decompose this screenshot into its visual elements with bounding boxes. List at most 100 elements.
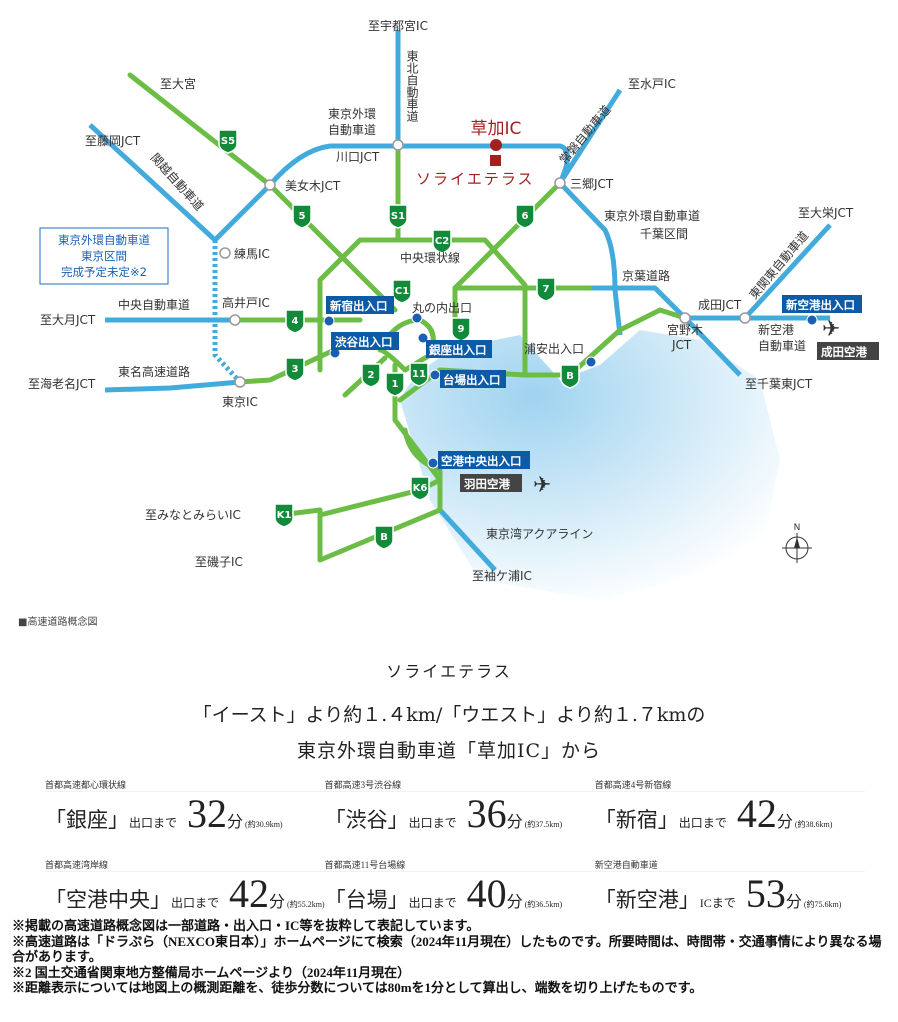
exit-daiba: 台場出入口 <box>440 370 506 388</box>
label: 至水戸IC <box>628 77 676 91</box>
route-minutes: 36 <box>466 791 507 836</box>
label: 自動車道 <box>758 339 806 353</box>
label: 美女木JCT <box>285 178 341 193</box>
label: 東関東自動車道 <box>747 229 812 302</box>
route-distance: (約37.5km) <box>524 820 563 829</box>
svg-text:K6: K6 <box>413 483 428 494</box>
label: 至大栄JCT <box>798 206 854 220</box>
label: 至大宮 <box>160 76 196 91</box>
route-minutes: 40 <box>466 871 507 916</box>
exit-shinjuku: 新宿出入口 <box>326 296 394 314</box>
highway-network <box>88 30 832 572</box>
shield-b-west: B <box>374 525 394 550</box>
airport-haneda: 羽田空港 <box>460 474 522 492</box>
route-destination: 「銀座」 <box>45 808 129 832</box>
shield-k6: K6 <box>410 476 430 501</box>
tokyo-bay <box>400 330 780 600</box>
label: 京葉道路 <box>622 268 670 283</box>
svg-text:台場出入口: 台場出入口 <box>443 373 501 387</box>
route-line: 首都高速4号新宿線 <box>594 778 865 792</box>
note: ※掲載の高速道路概念図は一部道路・出入口・IC等を抜粋して表記しています。 <box>12 918 480 933</box>
exit-shibuya: 渋谷出入口 <box>331 332 399 350</box>
hero-line1: 「イースト」より約１.４km/「ウエスト」より約１.７kmの <box>192 704 706 726</box>
route-destination: 「空港中央」 <box>45 888 171 912</box>
notes: ※掲載の高速道路概念図は一部道路・出入口・IC等を抜粋して表記しています。 ※高… <box>12 918 892 996</box>
svg-text:9: 9 <box>458 324 465 335</box>
label: 東京湾アクアライン <box>486 526 593 541</box>
label: 川口JCT <box>336 150 380 164</box>
exit-nodes <box>323 312 818 469</box>
shield-5: 5 <box>292 204 312 229</box>
route-destination: 「台場」 <box>324 888 409 912</box>
label: 東京外環 <box>328 107 376 121</box>
shield-c2: C2 <box>432 229 452 254</box>
soka-ic-marker <box>490 139 502 151</box>
svg-text:5: 5 <box>299 211 306 222</box>
route-line: 首都高速都心環状線 <box>45 778 325 792</box>
label: 東北自動車道 <box>405 50 419 122</box>
svg-text:東京外環自動車道: 東京外環自動車道 <box>58 233 150 247</box>
route-distance: (約38.6km) <box>794 820 833 829</box>
label: 至磯子IC <box>195 555 243 569</box>
route-line: 首都高速11号台場線 <box>324 858 595 872</box>
airplane-icon: ✈ <box>533 473 551 498</box>
label: 至千葉東JCT <box>745 377 813 391</box>
expressway-map: S5 S1 5 6 C2 C1 4 3 2 1 11 9 7 B B K1 K6… <box>28 18 879 600</box>
route-to: 出口まで <box>129 816 178 830</box>
route-distance: (約30.9km) <box>245 820 283 829</box>
route-unit: 分 <box>785 894 802 911</box>
route-destination: 「渋谷」 <box>324 808 409 832</box>
shield-3: 3 <box>285 357 305 382</box>
svg-text:S1: S1 <box>391 211 405 222</box>
label: 中央環状線 <box>400 250 460 265</box>
label: 浦安出入口 <box>524 341 584 356</box>
label: 至海老名JCT <box>28 376 96 391</box>
airplane-icon: ✈ <box>822 317 840 342</box>
label: 至大月JCT <box>40 313 96 327</box>
junction-nodes <box>219 139 751 388</box>
route-to: 出口まで <box>408 816 457 830</box>
svg-text:B: B <box>566 371 574 382</box>
note: ※距離表示については地図上の概測距離を、徒歩分数については80mを1分として算出… <box>12 980 703 995</box>
site-marker-icon <box>490 155 501 166</box>
svg-text:K1: K1 <box>277 510 292 521</box>
shield-4: 4 <box>285 309 305 334</box>
shield-c1: C1 <box>392 279 412 304</box>
airport-narita: 成田空港 <box>817 342 879 360</box>
route-unit: 分 <box>776 814 793 831</box>
route-to: 出口まで <box>408 896 457 910</box>
svg-text:完成予定未定※2: 完成予定未定※2 <box>61 265 147 279</box>
shield-b-east: B <box>560 364 580 389</box>
svg-text:S5: S5 <box>221 136 235 147</box>
route-line: 首都高速3号渋谷線 <box>324 778 595 792</box>
hero-name: ソライエテラス <box>386 662 512 681</box>
svg-text:渋谷出入口: 渋谷出入口 <box>335 335 393 349</box>
shield-2: 2 <box>361 363 381 388</box>
shield-s5: S5 <box>218 129 238 154</box>
route-minutes: 42 <box>736 791 777 836</box>
label: 至藤岡JCT <box>85 134 141 148</box>
label: 東京IC <box>222 395 258 409</box>
label: 至みなとみらいIC <box>145 508 241 522</box>
label: 高井戸IC <box>222 295 270 310</box>
route-distance: (約55.2km) <box>287 900 325 909</box>
svg-text:B: B <box>380 532 388 543</box>
shield-11: 11 <box>409 362 429 387</box>
svg-text:7: 7 <box>543 284 550 295</box>
route-distance: (約36.5km) <box>524 900 563 909</box>
route-destination: 「新宿」 <box>594 808 679 832</box>
exit-shinkuko: 新空港出入口 <box>782 295 862 313</box>
label: 自動車道 <box>328 123 376 137</box>
label: 常磐自動車道 <box>557 103 614 167</box>
exit-kukochuo: 空港中央出入口 <box>438 451 530 469</box>
label: 成田JCT <box>698 298 742 312</box>
svg-text:11: 11 <box>412 369 426 380</box>
svg-text:6: 6 <box>522 211 529 222</box>
svg-text:C1: C1 <box>395 286 409 297</box>
label: 至宇都宮IC <box>368 18 428 33</box>
shield-7: 7 <box>536 277 556 302</box>
